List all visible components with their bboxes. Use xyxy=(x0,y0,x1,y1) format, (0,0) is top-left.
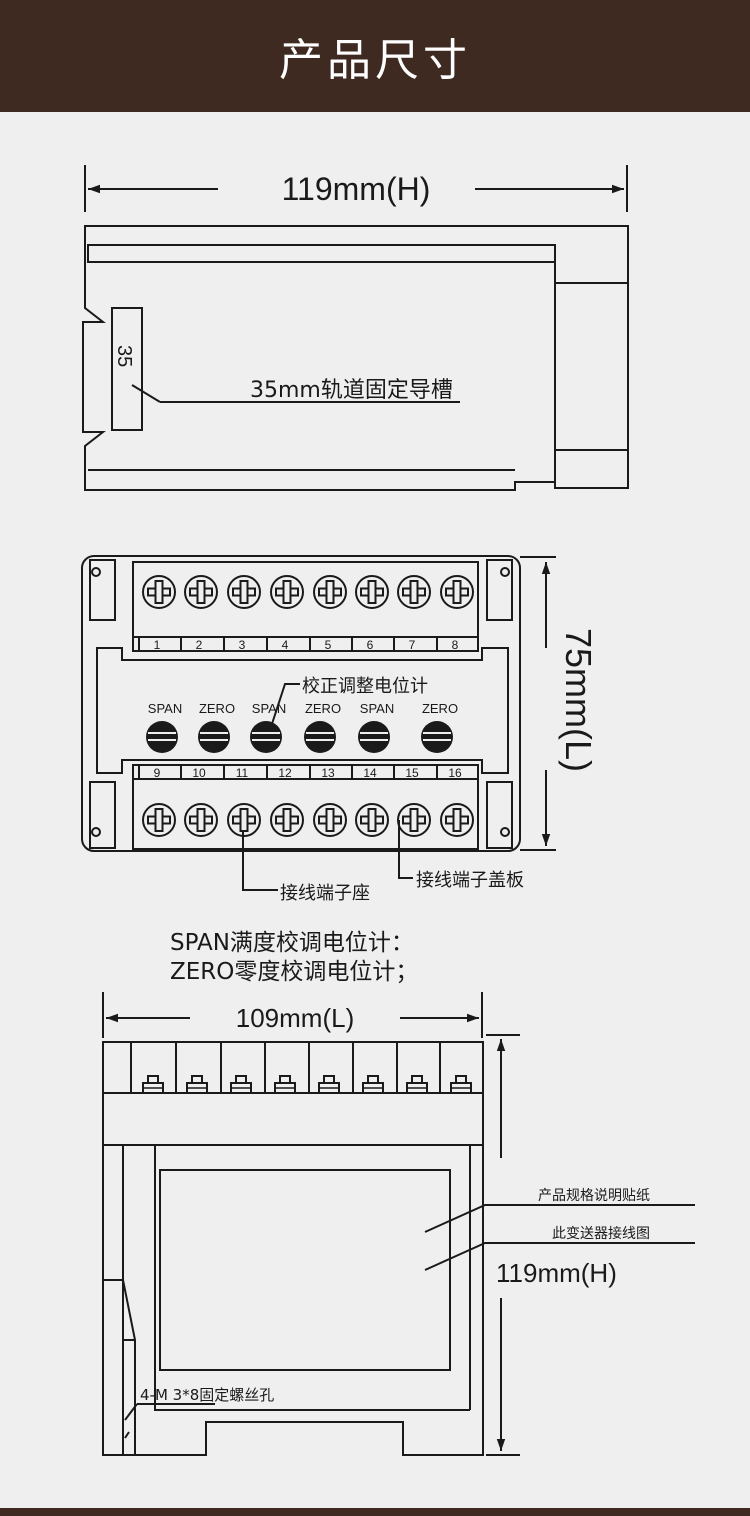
terminal-screw-icon xyxy=(142,803,176,837)
potentiometers xyxy=(146,721,453,753)
terminal-screw-icon xyxy=(313,575,347,609)
terminal-screw-icon xyxy=(355,803,389,837)
screw-callout: 4-M 3*8固定螺丝孔 xyxy=(140,1386,274,1404)
bottom-bar xyxy=(0,1508,750,1516)
terminal-number: 2 xyxy=(196,638,203,652)
terminal-number: 1 xyxy=(154,638,161,652)
potentiometer-icon xyxy=(198,721,230,753)
wiring-callout: 此变送器接线图 xyxy=(552,1225,650,1242)
pot-label: ZERO xyxy=(422,701,458,716)
terminal-screw-icon xyxy=(270,803,304,837)
terminal-number: 4 xyxy=(282,638,289,652)
terminal-number: 14 xyxy=(363,766,377,780)
terminal-number: 5 xyxy=(325,638,332,652)
pot-label: SPAN xyxy=(252,701,286,716)
terminal-screw-icon xyxy=(313,803,347,837)
pot-callout: 校正调整电位计 xyxy=(302,676,428,697)
side-width-label: 109mm(L) xyxy=(236,1003,354,1033)
top-terminal-screws xyxy=(142,575,474,609)
top-width-label: 119mm(H) xyxy=(282,171,431,207)
base-callout: 接线端子座 xyxy=(280,883,370,904)
terminal-screw-icon xyxy=(440,803,474,837)
front-view xyxy=(81,555,556,891)
terminal-number: 7 xyxy=(409,638,416,652)
terminal-nub-icon xyxy=(406,1075,428,1094)
terminal-screw-icon xyxy=(227,575,261,609)
legend-span: SPAN满度校调电位计： xyxy=(170,930,414,956)
pot-labels: SPAN ZERO SPAN ZERO SPAN ZERO xyxy=(148,701,458,716)
terminal-nub-icon xyxy=(142,1075,164,1094)
pot-label: SPAN xyxy=(148,701,182,716)
header-bar: 产品尺寸 xyxy=(0,0,750,112)
pot-label: ZERO xyxy=(305,701,341,716)
terminal-nub-icon xyxy=(274,1075,296,1094)
potentiometer-icon xyxy=(421,721,453,753)
legend-zero: ZERO零度校调电位计； xyxy=(170,959,418,985)
side-height-label: 119mm(H) xyxy=(496,1258,617,1288)
side-terminal-nubs xyxy=(142,1075,472,1094)
terminal-number: 6 xyxy=(367,638,374,652)
potentiometer-icon xyxy=(146,721,178,753)
bottom-terminal-screws xyxy=(142,803,474,837)
cover-callout: 接线端子盖板 xyxy=(416,870,524,891)
terminal-screw-icon xyxy=(184,803,218,837)
bottom-terminal-numbers: 9 10 11 12 13 14 15 16 xyxy=(138,766,462,780)
terminal-number: 12 xyxy=(278,766,292,780)
terminal-screw-icon xyxy=(397,803,431,837)
top-view xyxy=(82,165,629,491)
front-height-label: 75mm(L) xyxy=(558,628,599,772)
terminal-screw-icon xyxy=(440,575,474,609)
terminal-number: 8 xyxy=(452,638,459,652)
terminal-screw-icon xyxy=(184,575,218,609)
rail-label: 35mm轨道固定导槽 xyxy=(250,378,453,403)
pot-label: ZERO xyxy=(199,701,235,716)
terminal-screw-icon xyxy=(270,575,304,609)
terminal-number: 3 xyxy=(239,638,246,652)
potentiometer-icon xyxy=(358,721,390,753)
terminal-number: 9 xyxy=(154,766,161,780)
terminal-nub-icon xyxy=(186,1075,208,1094)
terminal-number: 11 xyxy=(236,766,249,780)
terminal-screw-icon xyxy=(227,803,261,837)
page-title: 产品尺寸 xyxy=(279,35,471,86)
terminal-number: 13 xyxy=(321,766,335,780)
terminal-screw-icon xyxy=(355,575,389,609)
top-terminal-numbers: 1 2 3 4 5 6 7 8 xyxy=(138,638,459,652)
potentiometer-icon xyxy=(304,721,336,753)
rail-mark: 35 xyxy=(113,345,135,367)
terminal-number: 10 xyxy=(192,766,206,780)
label-callout: 产品规格说明贴纸 xyxy=(538,1188,650,1204)
potentiometer-icon xyxy=(250,721,282,753)
pot-label: SPAN xyxy=(360,701,394,716)
terminal-nub-icon xyxy=(450,1075,472,1094)
terminal-number: 16 xyxy=(448,766,462,780)
terminal-nub-icon xyxy=(318,1075,340,1094)
terminal-screw-icon xyxy=(397,575,431,609)
terminal-number: 15 xyxy=(405,766,419,780)
terminal-nub-icon xyxy=(362,1075,384,1094)
terminal-nub-icon xyxy=(230,1075,252,1094)
terminal-screw-icon xyxy=(142,575,176,609)
